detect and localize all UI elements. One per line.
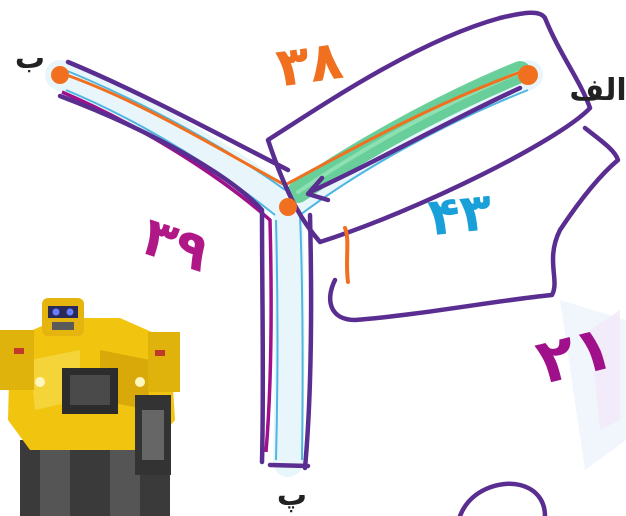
yellow-robot-figure <box>0 298 180 516</box>
node-alef <box>518 65 538 85</box>
road-branch-pe <box>288 205 290 462</box>
annotation-left-39: ۳۹ <box>135 204 217 284</box>
annotation-top-38: ۳۸ <box>272 28 346 100</box>
node-be <box>51 66 69 84</box>
label-alef: الف <box>569 73 626 108</box>
annotation-right-43: ۴۳ <box>426 182 496 248</box>
orange-squiggle <box>345 228 348 282</box>
label-be: ب <box>15 41 45 76</box>
label-pe: پ <box>277 478 307 513</box>
node-junction <box>279 198 297 216</box>
road-branch-be <box>60 75 288 205</box>
